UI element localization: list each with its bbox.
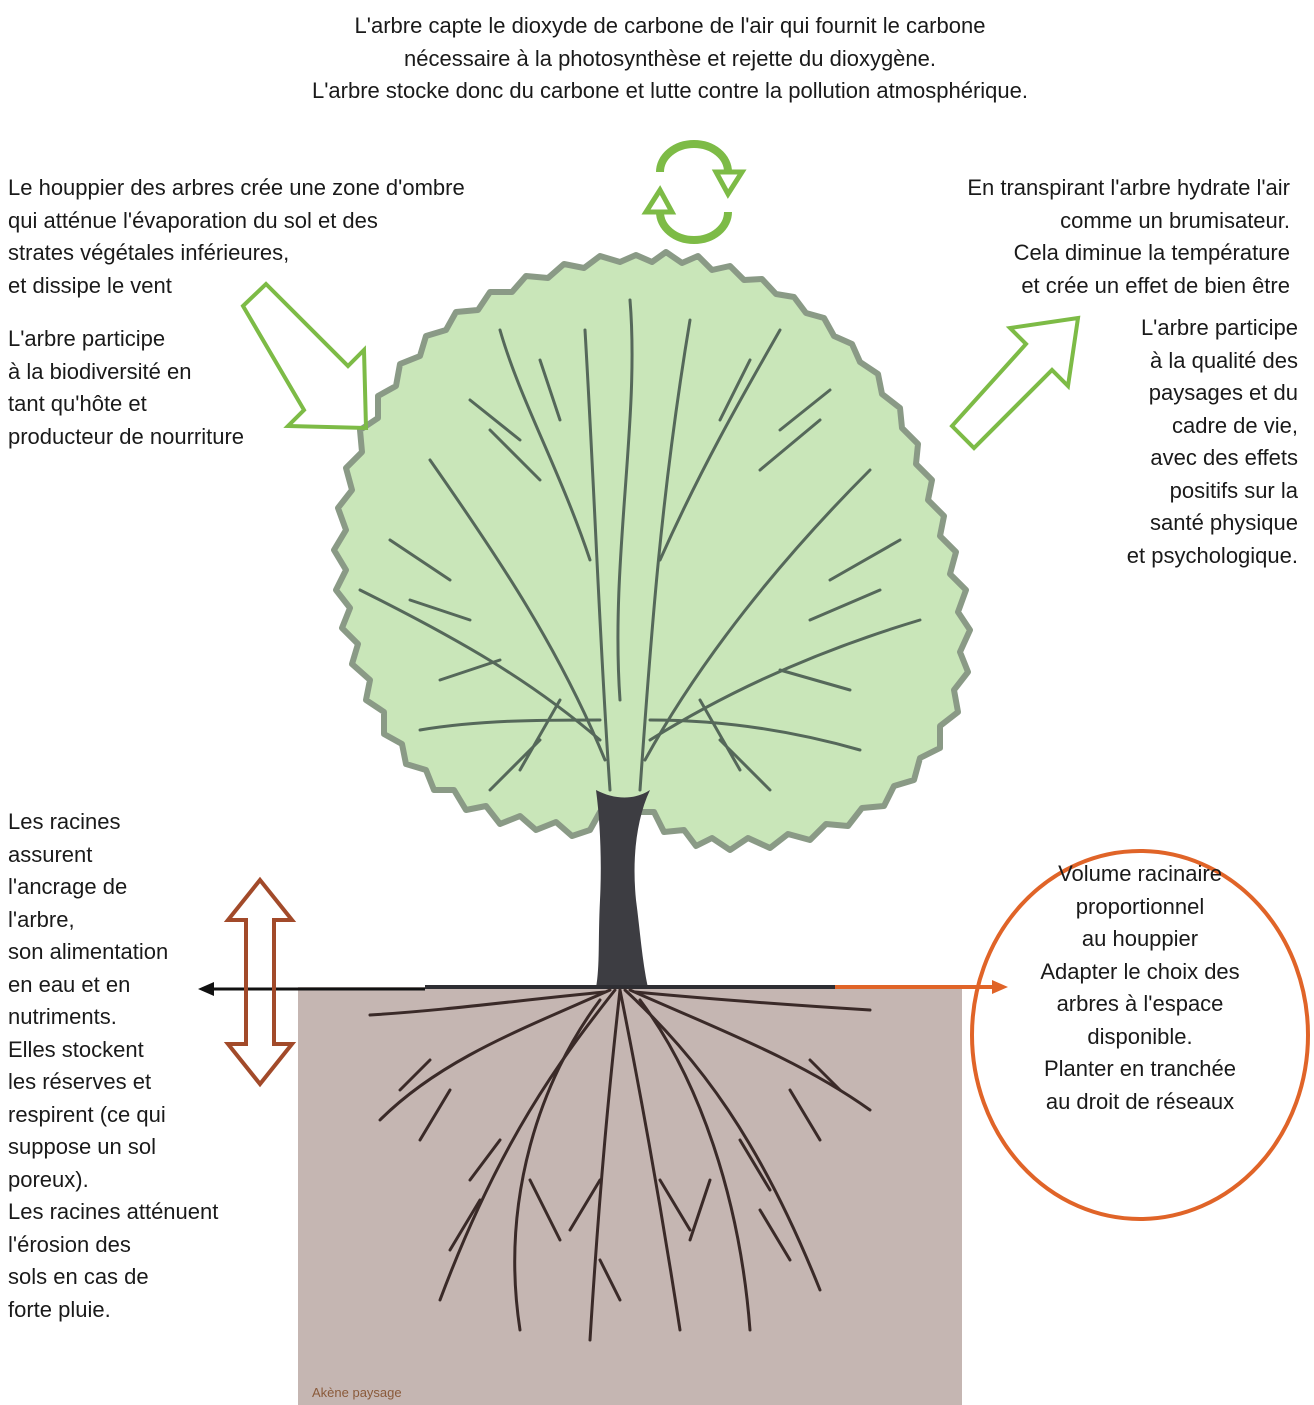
credit-label: Akène paysage [312,1385,402,1400]
biodiversity-text: L'arbre participe à la biodiversité en t… [8,323,244,453]
text-line: et crée un effet de bien être [1021,272,1290,298]
transpiration-text: En transpirant l'arbre hydrate l'air com… [967,172,1290,302]
text-line: respirent (ce qui [8,1101,166,1127]
cycle-arrowhead-left [641,185,677,215]
text-line: nutriments. [8,1004,117,1029]
text-line: Elles stockent [8,1036,144,1062]
root-volume-ellipse [970,849,1310,1221]
text-line: son alimentation [8,939,169,964]
text-line: en eau et en [8,971,131,997]
text-line: assurent [8,841,93,867]
text-line: Les racines [8,809,121,834]
text-line: forte pluie. [8,1296,111,1322]
carbon-capture-text: L'arbre capte le dioxyde de carbone de l… [170,10,1170,108]
depth-double-arrow-icon [223,876,297,1088]
text-line: suppose un sol [8,1134,156,1159]
shade-text: Le houppier des arbres crée une zone d'o… [8,172,465,302]
text-line: l'érosion des [8,1231,131,1257]
roots-text: Les racines assurent l'ancrage de l'arbr… [8,806,218,1326]
branches [358,298,922,792]
text-line: positifs sur la [1169,477,1298,503]
canopy [331,249,973,853]
text-line: arbres à l'espace [1056,991,1224,1016]
shade-arrow-icon [240,281,369,431]
text-line: comme un brumisateur. [1060,207,1290,233]
root-volume-text: Volume racinaire proportionnel au houppi… [1000,858,1280,1118]
landscape-arrow-icon [949,315,1081,451]
text-line: L'arbre stocke donc du carbone et lutte … [312,78,1028,103]
soil-block [298,987,962,1405]
text-line: sols en cas de [8,1264,149,1289]
text-line: paysages et du [1148,380,1298,405]
text-line: à la qualité des [1150,347,1298,373]
text-line: l'arbre, [8,906,75,932]
text-line: et dissipe le vent [8,272,172,298]
text-line: En transpirant l'arbre hydrate l'air [967,175,1290,200]
text-line: nécessaire à la photosynthèse et rejette… [403,45,937,71]
roots [368,988,872,1342]
text-line: poreux). [8,1166,89,1192]
text-line: avec des effets [1150,445,1298,470]
trunk [596,790,650,988]
text-line: Les racines atténuent [8,1199,219,1224]
text-line: à la biodiversité en [8,358,192,384]
text-line: Planter en tranchée [1043,1056,1237,1081]
text-line: producteur de nourriture [8,423,245,449]
text-line: et psychologique. [1126,542,1298,568]
text-line: qui atténue l'évaporation du sol et des [8,207,378,233]
text-line: L'arbre participe [1140,315,1298,340]
text-line: l'ancrage de [8,874,128,899]
cycle-arrows-icon [656,140,732,244]
text-line: disponible. [1087,1023,1193,1049]
text-line: L'arbre participe [8,326,166,351]
text-line: Cela diminue la température [1013,240,1290,265]
landscape-text: L'arbre participe à la qualité des paysa… [1127,312,1298,572]
cycle-arrowhead-right [711,169,747,199]
text-line: santé physique [1150,510,1298,535]
text-line: au houppier [1081,926,1199,951]
text-line: proportionnel [1075,893,1205,919]
arrow-head-right [992,980,1008,994]
text-line: Le houppier des arbres crée une zone d'o… [8,175,465,200]
text-line: tant qu'hôte et [8,391,147,416]
text-line: les réserves et [8,1069,152,1094]
text-line: Adapter le choix des [1040,958,1240,984]
text-line: au droit de réseaux [1045,1088,1235,1114]
text-line: cadre de vie, [1172,412,1298,438]
text-line: strates végétales inférieures, [8,240,290,265]
text-line: Volume racinaire [1058,861,1222,886]
text-line: L'arbre capte le dioxyde de carbone de l… [354,13,986,38]
arrow-head-left [198,982,214,996]
